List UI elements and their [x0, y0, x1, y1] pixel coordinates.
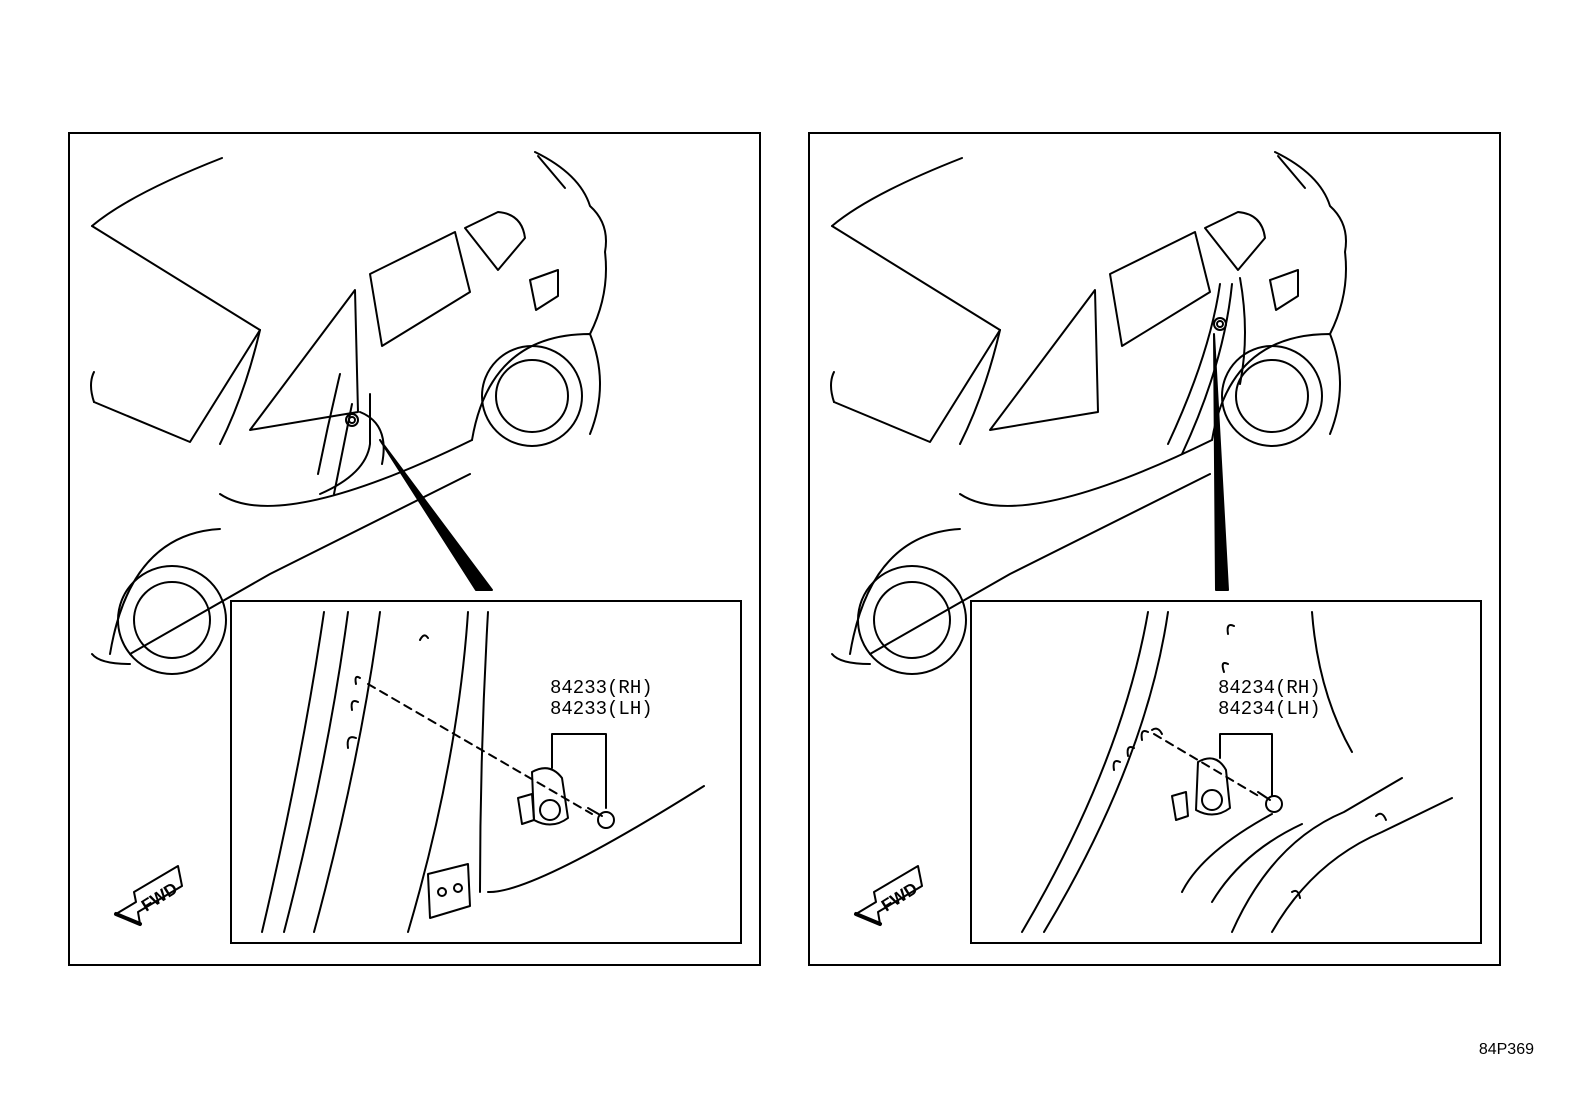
diagram-panel-front-door-switch: FWD: [68, 132, 761, 966]
part-number-rh: 84234(RH): [1218, 677, 1321, 699]
diagram-panel-rear-door-switch: FWD: [808, 132, 1501, 966]
diagram-code: 84P369: [1478, 1041, 1534, 1058]
fwd-arrow-icon: [114, 865, 183, 926]
fwd-arrow-icon: [854, 865, 923, 926]
detail-inset: 84233(RH) 84233(LH): [230, 600, 742, 944]
part-number-lh: 84233(LH): [550, 698, 653, 720]
detail-inset: 84234(RH) 84234(LH): [970, 600, 1482, 944]
part-number-rh: 84233(RH): [550, 677, 653, 699]
part-number-lh: 84234(LH): [1218, 698, 1321, 720]
switch-detail-illustration: [1021, 611, 1453, 933]
vehicle-illustration: [90, 151, 607, 926]
switch-detail-illustration: [261, 611, 705, 933]
vehicle-illustration: [830, 151, 1347, 926]
